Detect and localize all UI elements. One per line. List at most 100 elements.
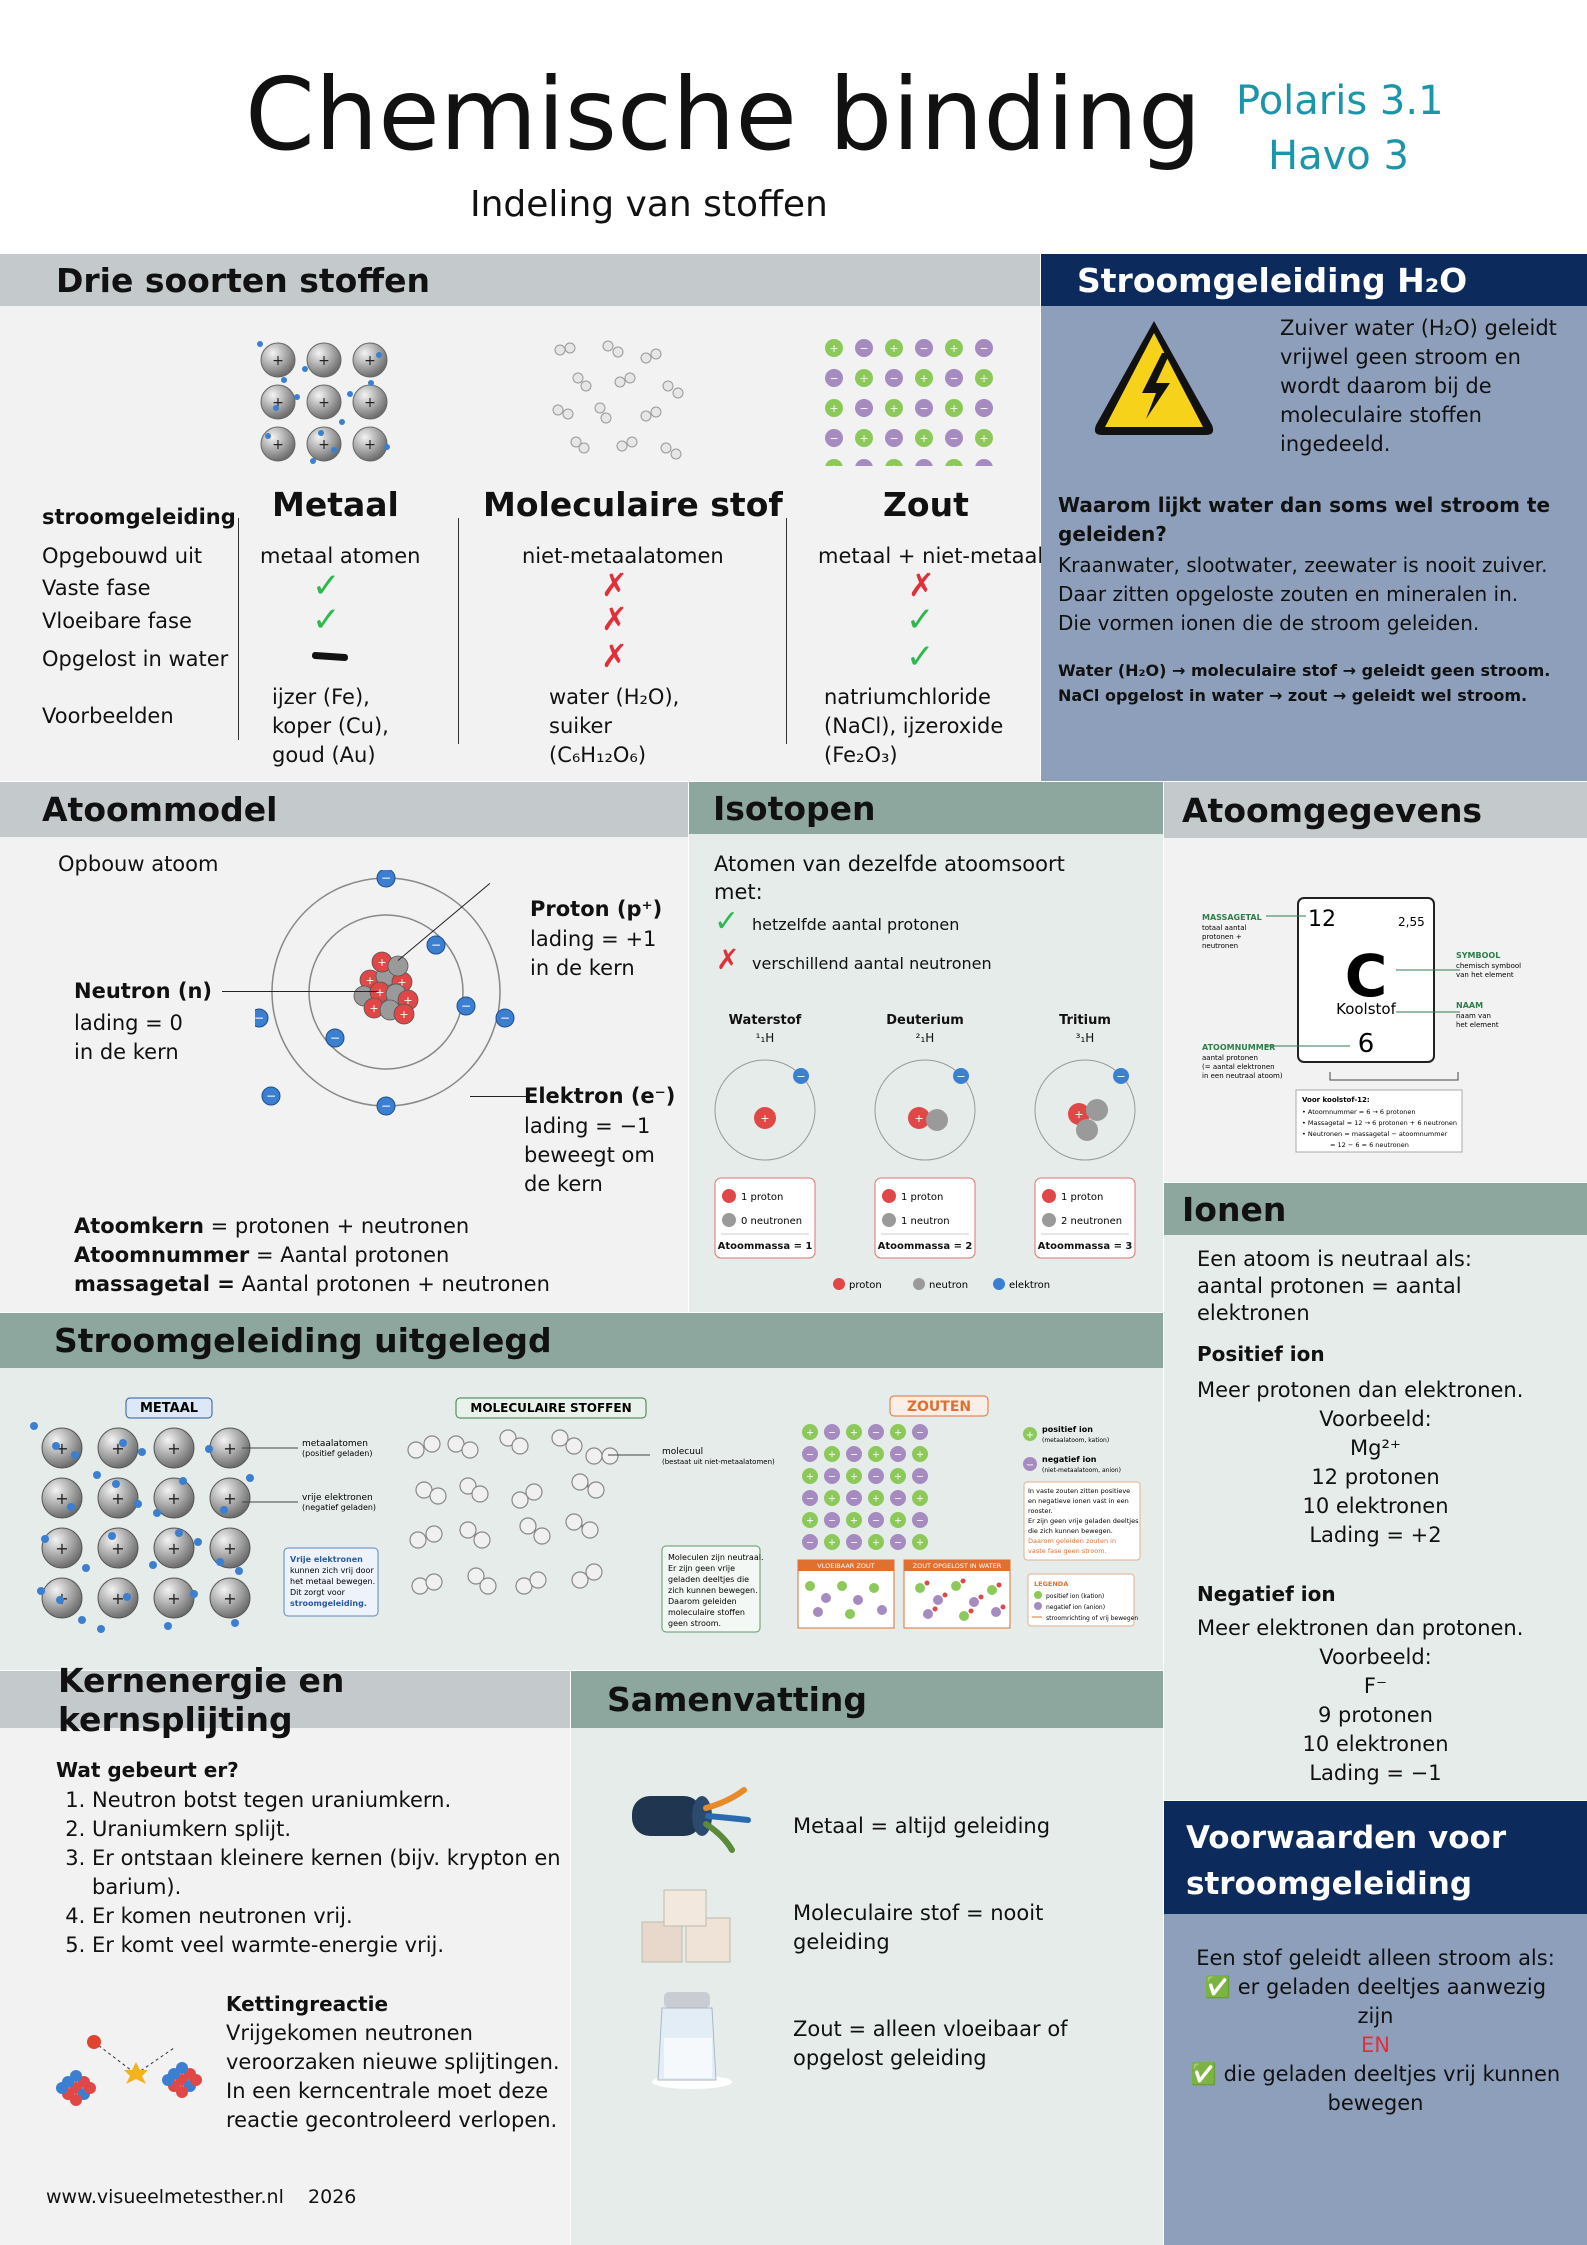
proton-charge: + [399, 1008, 408, 1021]
negative-ion [991, 1607, 1001, 1617]
label-massagetal: MASSAGETAL [1202, 913, 1262, 922]
legend-label: proton [849, 1280, 882, 1291]
vloeibaar-label: VLOEIBAAR ZOUT [817, 1562, 874, 1570]
mol-note: zich kunnen bewegen. [668, 1586, 758, 1595]
h2o-intro-1: Zuiver water (H₂O) geleidt [1280, 316, 1557, 340]
uitgelegd-title: Stroomgeleiding uitgelegd [54, 1321, 552, 1360]
isotope-orbit [874, 1059, 976, 1161]
positive-ion-sign: + [859, 372, 868, 385]
summary-molecuul-2: geleiding [793, 1930, 890, 1954]
negative-ion [824, 1512, 840, 1528]
positive-ion-sign: + [894, 1516, 902, 1527]
isotope-neutrons: 0 neutronen [741, 1216, 802, 1227]
label-symbool-sub: van het element [1456, 971, 1514, 979]
pos-ion-line: 12 protonen [1311, 1465, 1440, 1489]
def-atoomnummer: Atoomnummer = Aantal protonen [74, 1243, 450, 1267]
isotope-info-box [714, 1177, 816, 1259]
isotope-neutron [926, 1109, 948, 1131]
negative-ion [877, 1605, 887, 1615]
positive-ion-sign: + [872, 1450, 880, 1461]
pos-ion-line: Voorbeeld: [1319, 1407, 1432, 1431]
element-mass: 2,55 [1398, 915, 1425, 929]
voorwaarden-title-1: Voorwaarden voor [1186, 1820, 1507, 1856]
negative-ion-sign: − [829, 372, 838, 385]
positive-ion-sign: + [889, 342, 898, 355]
positive-ion-sign: + [979, 372, 988, 385]
metaal-liquid-check-icon: ✓ [312, 600, 341, 640]
negative-ion [912, 1424, 928, 1440]
negative-ion-sign: − [894, 1494, 902, 1505]
negative-ion-sign: − [828, 1472, 836, 1483]
electron-charge: − [381, 1099, 391, 1113]
neutron-line-1: lading = 0 [74, 1011, 183, 1035]
molecule-atom [511, 1437, 529, 1455]
negative-ion [868, 1424, 884, 1440]
negative-ion [915, 399, 933, 417]
free-electron [119, 1439, 127, 1447]
metaal-electrons-label: vrije elektronen [302, 1493, 373, 1503]
row-label-opgelost: Opgelost in water [42, 647, 229, 671]
zout-dissolved-check-icon: ✓ [906, 637, 935, 677]
free-electron [52, 1442, 60, 1450]
negative-ion [821, 1593, 831, 1603]
molecule-atom [479, 1577, 497, 1595]
metaal-example-3: goud (Au) [272, 743, 376, 767]
free-electron [71, 1451, 79, 1459]
samenvatting-header: Samenvatting [571, 1671, 1163, 1728]
electron-charge: − [381, 871, 391, 885]
same-protons-check-icon: ✓ [714, 904, 740, 939]
negative-ion-sign: − [979, 462, 988, 466]
mol-note: geen stroom. [668, 1619, 721, 1628]
molecule-atom [471, 1485, 489, 1503]
negative-ion [853, 1595, 863, 1605]
free-electron [220, 1506, 228, 1514]
water-molecule [978, 1594, 984, 1600]
negative-ion [890, 1534, 906, 1550]
element-name: Koolstof [1336, 1000, 1396, 1018]
isotope-orbit [714, 1059, 816, 1161]
free-electron [265, 433, 271, 439]
metal-atom [153, 1527, 195, 1569]
kern-header: Kernenergie en kernsplijting [0, 1661, 570, 1739]
free-electron [235, 1567, 243, 1575]
h2o-header: Stroomgeleiding H₂O [1041, 254, 1587, 306]
negative-ion-sign: − [872, 1428, 880, 1439]
label-atoomnummer-sub: aantal protonen [1202, 1054, 1258, 1062]
label-atoomnummer-sub: in een neutraal atoom) [1202, 1072, 1283, 1080]
isotope-name: Tritium [1059, 1013, 1111, 1028]
molecule-atom [425, 1573, 443, 1591]
molecule-atom [533, 1527, 551, 1545]
isotope-protons: 1 proton [1061, 1192, 1103, 1203]
free-electron [37, 1587, 45, 1595]
metal-atom-charge: + [167, 1489, 180, 1508]
metal-atom [260, 342, 296, 378]
proton-charge: + [369, 1002, 378, 1015]
metal-atom-charge: + [55, 1539, 68, 1558]
negative-ion [855, 339, 873, 357]
voorwaarden-title-2: stroomgeleiding [1186, 1866, 1473, 1902]
salt-shaker-icon [652, 1992, 732, 2089]
legend-dot [993, 1278, 1005, 1290]
isotope-mass: Atoommassa = 2 [878, 1241, 973, 1252]
label-massagetal-sub: neutronen [1202, 942, 1238, 950]
zout-legend: negatief ion (anion) [1046, 1604, 1105, 1611]
metal-atom [306, 384, 342, 420]
positive-ion-sign: + [916, 1450, 924, 1461]
opgelost-label: ZOUT OPGELOST IN WATER [913, 1562, 1002, 1570]
label-naam-sub: naam van [1456, 1012, 1491, 1020]
zout-note: en negatieve ionen vast in een [1028, 1497, 1129, 1505]
negative-ion [802, 1446, 818, 1462]
free-electron [331, 447, 337, 453]
negative-ion-sign: − [916, 1472, 924, 1483]
free-electron [281, 377, 287, 383]
zout-liquid-check-icon: ✓ [906, 600, 935, 640]
isotope-proton [908, 1107, 930, 1129]
electron [255, 1008, 269, 1028]
positive-ion [912, 1534, 928, 1550]
free-electron [67, 1503, 75, 1511]
molecule-atom [601, 1447, 619, 1465]
legend-neutron-dot [882, 1213, 896, 1227]
positive-ion-sign: + [850, 1516, 858, 1527]
page-title: Chemische binding [245, 56, 1202, 173]
legend-neutron-dot [1042, 1213, 1056, 1227]
